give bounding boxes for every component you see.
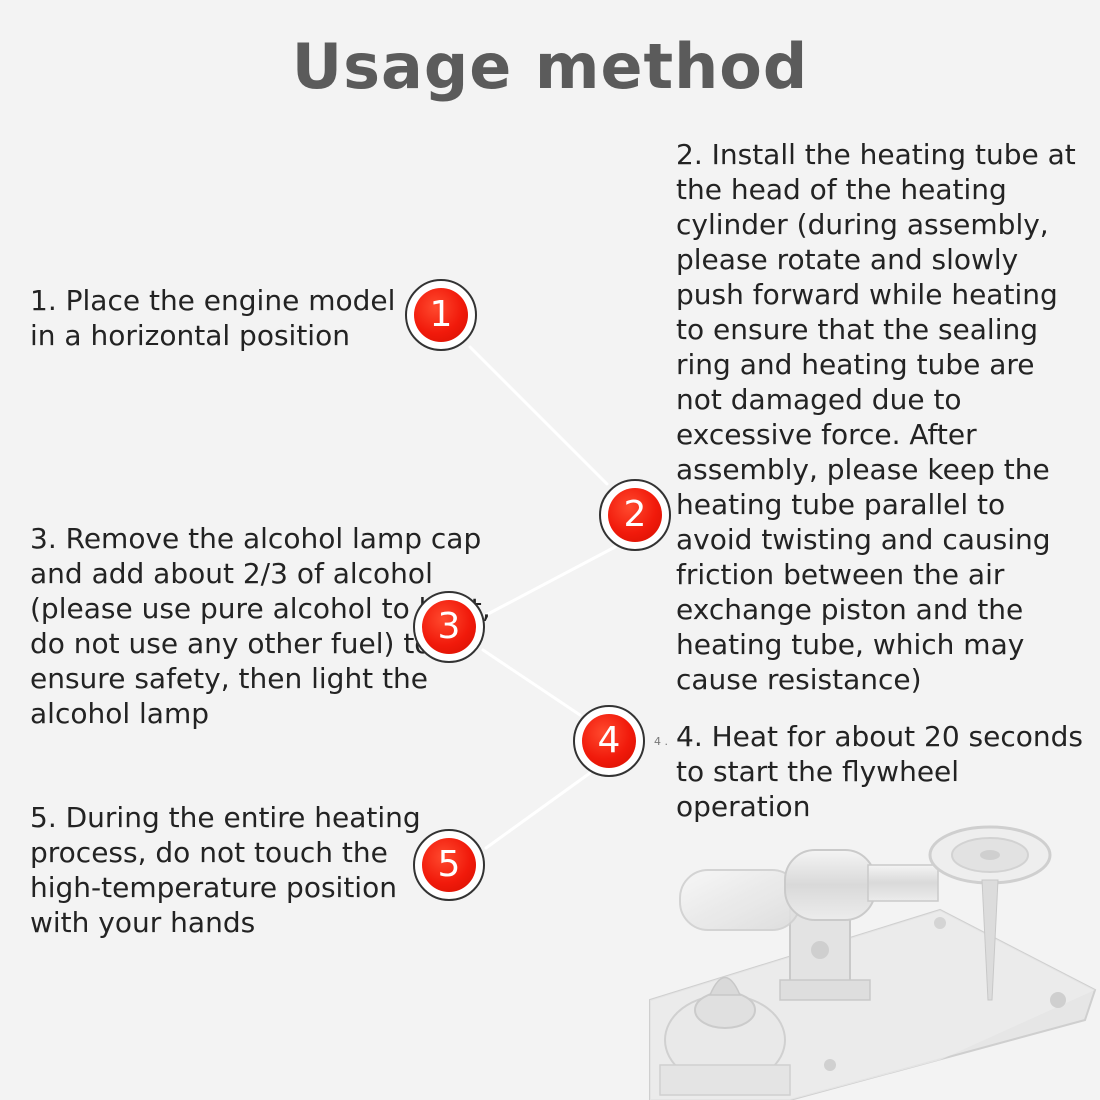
step-5-number: 5 [437,844,461,885]
page-title: Usage method [291,30,809,103]
step-4-marker: 4 . [654,735,668,748]
step-2-text: 2. Install the heating tube at the head … [676,138,1076,696]
step-3-badge: 3 [413,591,485,663]
heating-tube [679,869,801,931]
step-1-badge: 1 [405,279,477,351]
red-circle-icon [422,600,476,654]
step-3-number: 3 [437,606,461,647]
step-4-number: 4 [597,720,621,761]
step-1-number: 1 [429,294,453,335]
step-4-badge: 4 [573,705,645,777]
step-2-badge: 2 [599,479,671,551]
stirling-engine-model-image [649,825,1097,1100]
step-5-text: 5. During the entire heating process, do… [30,801,421,939]
connector-1-2 [468,345,609,486]
red-circle-icon [608,488,662,542]
step-2-number: 2 [623,494,647,535]
red-circle-icon [582,714,636,768]
step-5-badge: 5 [413,829,485,901]
step-4-text: 4. Heat for about 20 seconds to start th… [676,720,1083,823]
cylinder [784,849,876,921]
step-1-text: 1. Place the engine model in a horizonta… [30,284,396,352]
red-circle-icon [414,288,468,342]
red-circle-icon [422,838,476,892]
connector-4-5 [484,771,592,850]
